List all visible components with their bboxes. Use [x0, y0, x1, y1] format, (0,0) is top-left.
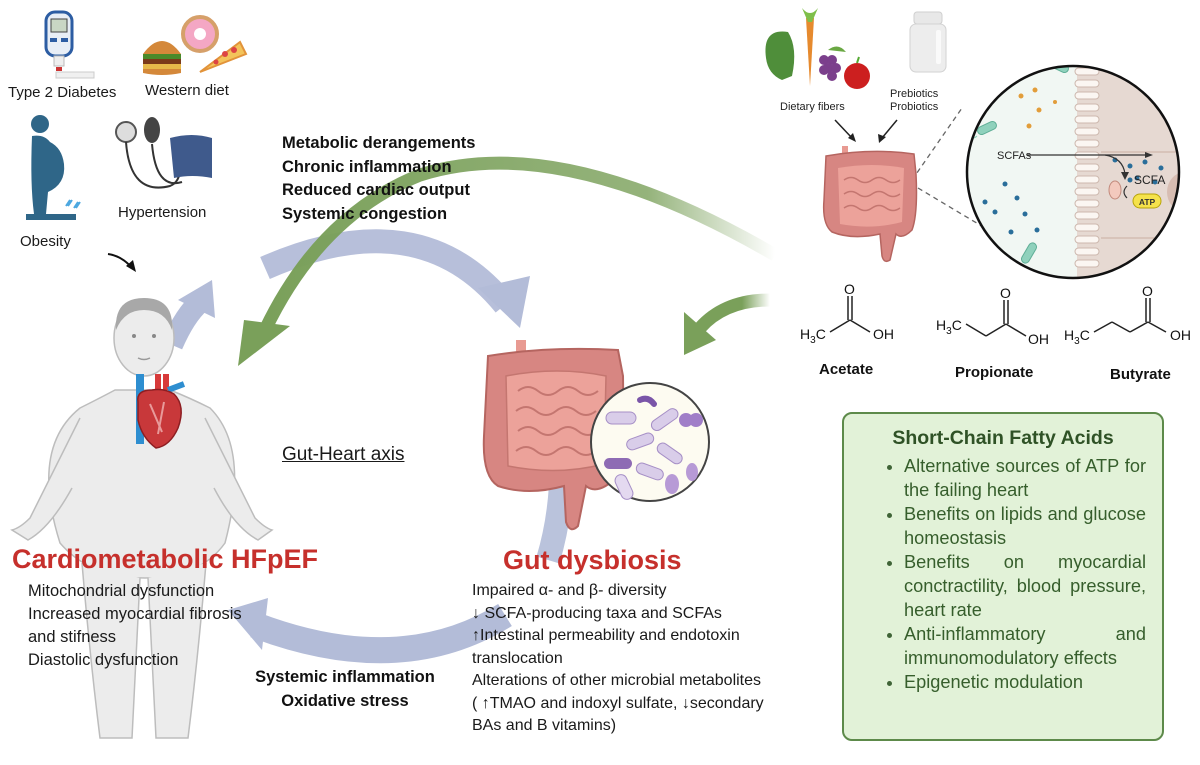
scfa-benefit-item: Benefits on lipids and glucose homeostas… [904, 502, 1146, 550]
scfa-box-title: Short-Chain Fatty Acids [892, 427, 1114, 449]
butyrate-label: Butyrate [1110, 366, 1171, 383]
biotics-label: Prebiotics Probiotics [890, 88, 938, 114]
dysbiosis-feature: Impaired α- and β- diversity [472, 582, 667, 599]
hfpef-feature: Mitochondrial dysfunction [28, 582, 215, 600]
glucometer-icon [44, 10, 95, 79]
top-effect-item: Metabolic derangements [282, 134, 476, 152]
scfa-label: SCFA [1134, 173, 1165, 187]
top-effects-list: Metabolic derangements Chronic inflammat… [282, 132, 475, 226]
intestine-icon [482, 340, 625, 531]
svg-text:O: O [1142, 284, 1153, 299]
svg-text:OH: OH [873, 326, 894, 342]
scfa-benefits-list: Alternative sources of ATP for the faili… [844, 454, 1162, 694]
supplement-bottle-icon [909, 11, 947, 73]
svg-text:O: O [844, 284, 855, 297]
blood-pressure-cuff-icon [115, 117, 212, 189]
hfpef-feature: Diastolic dysfunction [28, 651, 179, 669]
dysbiosis-feature: translocation [472, 649, 563, 667]
cycle-arrow-top [260, 229, 515, 313]
top-effect-item: Chronic inflammation [282, 157, 452, 176]
cycle-arrow-left-head [178, 280, 215, 318]
green-arrow-heart-head [238, 320, 290, 366]
svg-text:O: O [1000, 285, 1011, 301]
acetate-structure: H3C O OH [800, 284, 894, 346]
vegetables-fruit-icon [765, 8, 870, 89]
dietary-fibers-label: Dietary fibers [780, 101, 845, 113]
scfa-benefit-item: Anti-inflammatory and immunomodulatory e… [904, 622, 1146, 670]
scfa-molecules: H3C O OH H3C O OH H3C O OH [800, 284, 1191, 347]
biotics-arrow-head [878, 134, 886, 143]
dysbiosis-feature: ( ↑TMAO and indoxyl sulfate, ↓secondary [472, 694, 764, 712]
svg-text:H3C: H3C [800, 326, 826, 346]
obese-person-scale-icon [26, 115, 81, 220]
obese-patient-figure [10, 298, 274, 739]
cycle-arrow-bottom [250, 603, 512, 664]
dysbiosis-features: Impaired α- and β- diversity ↓ SCFA-prod… [472, 580, 764, 738]
butyrate-structure: H3C O OH [1064, 284, 1191, 347]
scfa-benefit-item: Epigenetic modulation [904, 670, 1146, 694]
svg-text:OH: OH [1170, 327, 1191, 343]
biotics-arrow [881, 119, 898, 139]
dysbiosis-feature: ↑Intestinal permeability and endotoxin [472, 627, 740, 644]
bacteria-icons [604, 395, 703, 500]
fiber-arrow [834, 119, 853, 139]
diabetes-label: Type 2 Diabetes [8, 84, 117, 101]
small-intestine-icon [822, 146, 918, 263]
green-arrow-gut-head [684, 312, 716, 355]
propionate-label: Propionate [955, 364, 1034, 381]
microbiota-magnifier [590, 382, 710, 502]
probiotics-label: Probiotics [890, 101, 939, 113]
epithelium-inset: ATP SCFAs SCFA [965, 64, 1181, 280]
propionate-structure: H3C O OH [936, 285, 1049, 347]
risk-arrow-head [126, 260, 136, 272]
hfpef-features: Mitochondrial dysfunction Increased myoc… [28, 580, 242, 672]
hfpef-feature: and stifness [28, 628, 117, 646]
hfpef-feature: Increased myocardial fibrosis [28, 605, 242, 623]
heart-icon [136, 374, 186, 449]
zoom-line-top [911, 107, 963, 181]
hypertension-label: Hypertension [118, 204, 207, 221]
cycle-arrow-bottom-head [228, 598, 268, 650]
green-arrow-gut [695, 293, 771, 333]
scfa-benefit-item: Alternative sources of ATP for the faili… [904, 454, 1146, 502]
atp-label: ATP [1139, 197, 1156, 207]
zoom-line-bottom [917, 187, 986, 229]
svg-text:H3C: H3C [1064, 327, 1090, 347]
bottom-effect-item: Oxidative stress [281, 691, 409, 710]
scfa-benefits-box: Short-Chain Fatty Acids Alternative sour… [842, 412, 1164, 741]
acetate-label: Acetate [819, 361, 874, 378]
diet-label: Western diet [145, 82, 229, 99]
prebiotics-label: Prebiotics [890, 88, 939, 100]
dysbiosis-feature: BAs and B vitamins) [472, 717, 617, 734]
fiber-arrow-head [848, 133, 856, 142]
junk-food-icon [143, 15, 248, 75]
cycle-arrow-top-head [478, 276, 530, 328]
svg-text:OH: OH [1028, 331, 1049, 347]
dysbiosis-feature: ↓ SCFA-producing taxa and SCFAs [472, 604, 722, 622]
obesity-label: Obesity [20, 233, 71, 250]
scfa-benefit-item: Benefits on myocardial conctractility, b… [904, 550, 1146, 622]
hfpef-title: Cardiometabolic HFpEF [12, 544, 319, 574]
bottom-effect-item: Systemic inflammation [255, 668, 435, 686]
dysbiosis-title: Gut dysbiosis [503, 545, 682, 575]
green-arrow-heart [259, 156, 779, 333]
scfas-label: SCFAs [997, 150, 1032, 162]
top-effect-item: Reduced cardiac output [282, 181, 470, 199]
svg-text:H3C: H3C [936, 317, 962, 337]
gut-heart-axis-label: Gut-Heart axis [282, 444, 405, 465]
bottom-effects-list: Systemic inflammation Oxidative stress [240, 666, 450, 713]
dysbiosis-feature: Alterations of other microbial metabolit… [472, 672, 762, 689]
top-effect-item: Systemic congestion [282, 204, 448, 223]
